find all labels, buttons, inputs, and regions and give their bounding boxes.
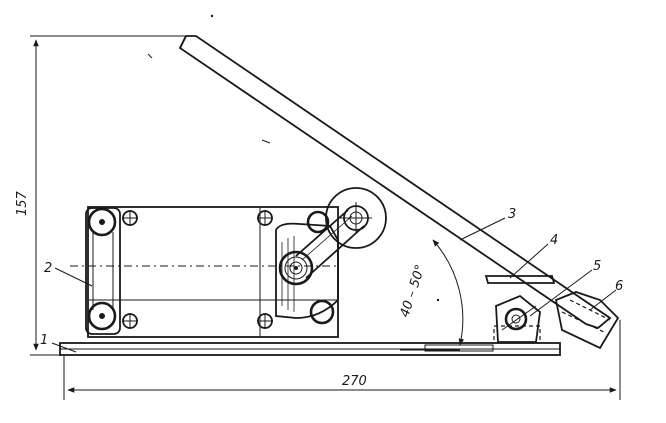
drive-shaft — [278, 250, 314, 286]
callout-4: 4 — [550, 233, 558, 248]
callout-2: 2 — [44, 261, 52, 276]
callout-3: 3 — [508, 207, 516, 222]
height-label: 157 — [15, 190, 30, 216]
height-dimension — [30, 35, 186, 356]
pivot-hinge — [493, 294, 541, 344]
gear-housing — [275, 222, 339, 319]
lower-roller — [87, 301, 117, 331]
angle-indicator — [400, 239, 465, 351]
motor-bolts — [122, 210, 335, 329]
callout-6: 6 — [615, 279, 623, 294]
callout-1: 1 — [40, 333, 48, 348]
angle-label: 40 – 50° — [398, 263, 429, 319]
callout-5: 5 — [593, 259, 601, 274]
crank-link — [295, 209, 365, 279]
width-label: 270 — [342, 374, 367, 389]
end-bracket — [85, 207, 121, 335]
upper-pulley — [325, 187, 387, 249]
support-bar — [484, 275, 556, 284]
end-cap — [554, 291, 620, 350]
inclined-lever — [178, 35, 612, 330]
width-dimension — [63, 320, 621, 400]
scan-marks — [147, 14, 440, 302]
upper-roller — [87, 207, 117, 237]
base-plate — [59, 342, 561, 356]
callout-leaders — [51, 217, 617, 353]
